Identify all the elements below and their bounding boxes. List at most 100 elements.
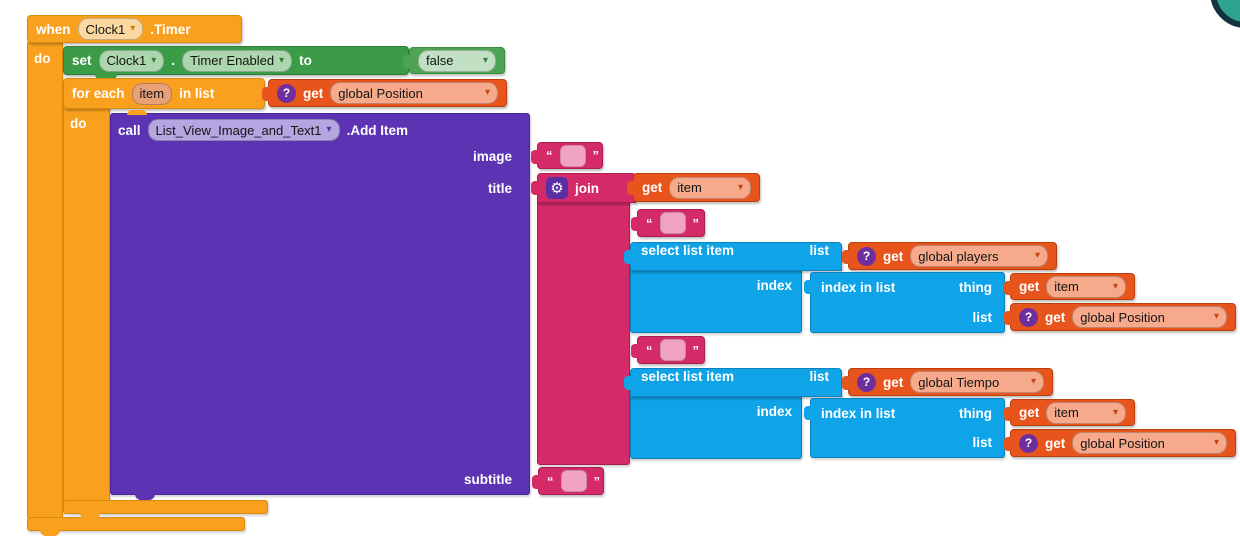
foreach-do-label: do (70, 116, 87, 131)
index-in-list-block-1[interactable]: index in list thing list (804, 272, 1005, 333)
get-global-position-block-idx2[interactable]: ? get global Position ▾ (1004, 429, 1236, 457)
select-list-item-2-body[interactable] (630, 395, 802, 459)
get-item-block-title[interactable]: get item ▾ (627, 173, 760, 202)
dropdown-arrow-icon: ▾ (1030, 376, 1036, 387)
when-event-name: .Timer (150, 21, 191, 37)
when-block-left-spine[interactable] (27, 41, 63, 519)
variable-name: global Tiempo (918, 374, 1000, 390)
call-component-dropdown[interactable]: List_View_Image_and_Text1 ▾ (147, 119, 340, 141)
dropdown-arrow-icon: ▾ (1213, 437, 1219, 448)
join-block[interactable]: ⚙ join (531, 173, 636, 203)
get-keyword: get (1019, 405, 1040, 420)
foreach-label-start: for each (72, 86, 125, 101)
join-block-spine[interactable] (537, 200, 630, 465)
variable-dropdown[interactable]: global Position ▾ (1072, 432, 1227, 454)
question-icon[interactable]: ? (857, 246, 876, 266)
text-string-block-2[interactable]: “ ” (631, 209, 705, 237)
mutator-gear-icon[interactable]: ⚙ (546, 177, 568, 199)
index-in-list-label: index in list (821, 406, 896, 421)
foreach-label-end: in list (179, 86, 215, 101)
set-component-name: Clock1 (106, 53, 147, 68)
dropdown-arrow-icon: ▾ (484, 87, 490, 98)
question-icon[interactable]: ? (1019, 307, 1038, 327)
get-keyword: get (1045, 435, 1066, 451)
index-list-label: list (972, 435, 992, 450)
select-index-label: index (756, 278, 792, 293)
call-component-name: List_View_Image_and_Text1 (155, 122, 322, 138)
get-keyword: get (1019, 279, 1040, 294)
string-input[interactable] (659, 339, 686, 361)
select-label: select list item (641, 369, 735, 384)
question-icon[interactable]: ? (1019, 433, 1038, 453)
when-event-block[interactable]: when Clock1 ▾ .Timer (27, 15, 242, 43)
variable-name: global Position (1080, 435, 1165, 451)
false-dropdown[interactable]: false ▾ (418, 49, 496, 72)
set-property-name: Timer Enabled (190, 53, 275, 68)
string-input[interactable] (559, 144, 586, 167)
dropdown-arrow-icon: ▾ (1034, 250, 1040, 261)
variable-dropdown[interactable]: global Position ▾ (330, 82, 498, 104)
index-in-list-label: index in list (821, 280, 896, 295)
dropdown-arrow-icon: ▾ (130, 23, 136, 34)
string-input[interactable] (560, 470, 587, 492)
dropdown-arrow-icon: ▾ (151, 54, 157, 66)
set-property-dropdown[interactable]: Timer Enabled ▾ (182, 49, 293, 72)
false-value: false (426, 53, 454, 68)
false-logic-block[interactable]: false ▾ (403, 47, 505, 74)
close-quote: ” (692, 215, 700, 231)
get-global-players-block[interactable]: ? get global players ▾ (842, 242, 1057, 270)
open-quote: “ (546, 148, 553, 163)
foreach-left-spine[interactable] (63, 104, 110, 503)
dropdown-arrow-icon: ▾ (1112, 280, 1118, 292)
call-method-name: .Add Item (346, 122, 409, 138)
question-icon[interactable]: ? (277, 83, 296, 103)
index-list-label: list (972, 310, 992, 325)
select-index-label: index (756, 404, 792, 419)
open-quote: “ (646, 215, 653, 231)
variable-dropdown[interactable]: item ▾ (669, 176, 751, 199)
when-component-name: Clock1 (85, 21, 126, 37)
join-label: join (575, 180, 599, 196)
text-string-block-subtitle[interactable]: “ ” (532, 467, 604, 495)
close-quote: ” (593, 473, 601, 489)
variable-dropdown[interactable]: global players ▾ (910, 245, 1048, 267)
variable-dropdown[interactable]: global Position ▾ (1072, 306, 1227, 328)
get-global-position-block-idx1[interactable]: ? get global Position ▾ (1004, 303, 1236, 331)
close-quote: ” (692, 342, 700, 358)
variable-name: item (1054, 279, 1079, 294)
set-block-bottom-notch (95, 74, 117, 80)
get-item-block-idx2[interactable]: get item ▾ (1004, 399, 1135, 426)
set-property-block[interactable]: set Clock1 ▾ . Timer Enabled ▾ to (63, 46, 409, 75)
select-list-item-2-block[interactable]: select list item list (624, 368, 842, 397)
variable-dropdown[interactable]: item ▾ (1046, 401, 1126, 424)
select-list-item-1-block[interactable]: select list item list (624, 242, 842, 271)
call-keyword: call (118, 122, 141, 138)
variable-name: item (1054, 405, 1079, 420)
close-quote: ” (592, 148, 600, 163)
get-item-block-idx1[interactable]: get item ▾ (1004, 273, 1135, 300)
index-in-list-block-2[interactable]: index in list thing list (804, 398, 1005, 458)
when-block-bottom-bar[interactable] (27, 517, 245, 531)
call-method-block[interactable] (110, 113, 530, 495)
set-to-label: to (299, 53, 312, 68)
question-icon[interactable]: ? (857, 372, 876, 392)
get-global-position-block-foreach[interactable]: ? get global Position ▾ (262, 79, 507, 107)
set-component-dropdown[interactable]: Clock1 ▾ (98, 49, 165, 72)
text-string-block-image[interactable]: “ ” (531, 142, 603, 169)
variable-dropdown[interactable]: global Tiempo ▾ (910, 371, 1044, 393)
get-global-tiempo-block[interactable]: ? get global Tiempo ▾ (842, 368, 1053, 396)
when-component-dropdown[interactable]: Clock1 ▾ (77, 18, 144, 40)
when-keyword: when (36, 21, 71, 37)
open-quote: “ (646, 342, 653, 358)
foreach-bottom-bar[interactable] (63, 500, 268, 514)
variable-dropdown[interactable]: item ▾ (1046, 275, 1126, 298)
dropdown-arrow-icon: ▾ (279, 54, 285, 66)
index-thing-label: thing (959, 406, 992, 421)
get-keyword: get (883, 374, 904, 390)
select-list-item-1-body[interactable] (630, 269, 802, 333)
variable-name: item (677, 180, 702, 195)
string-input[interactable] (659, 212, 686, 234)
foreach-block[interactable]: for each item in list (63, 78, 265, 109)
text-string-block-3[interactable]: “ ” (631, 336, 705, 364)
foreach-variable-field[interactable]: item (131, 82, 173, 105)
